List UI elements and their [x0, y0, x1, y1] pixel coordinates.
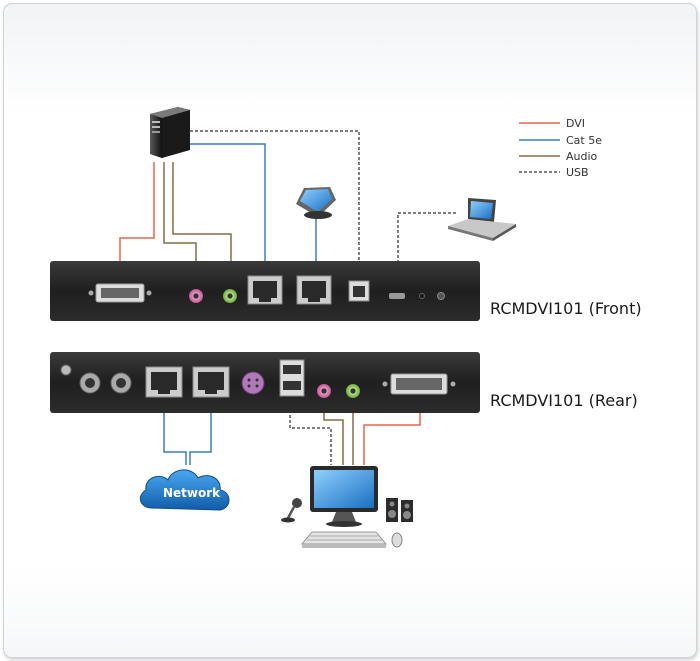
legend-label-usb: USB: [566, 166, 589, 179]
legend: DVI Cat 5e Audio USB: [519, 117, 602, 179]
front-unit: [50, 261, 480, 321]
front-unit-label: RCMDVI101 (Front): [490, 299, 642, 318]
rj45-port-rear-2: [192, 366, 230, 398]
legend-label-cat5e: Cat 5e: [566, 134, 602, 147]
cable-cat5e-network-2: [189, 405, 212, 465]
power-jack-1: [79, 372, 101, 394]
touchscreen-icon: [296, 187, 336, 219]
ground-screw-icon: [60, 364, 72, 376]
network-cloud-icon: Network: [139, 469, 230, 511]
audio-jack-speaker-front: [223, 289, 237, 303]
monitor-icon: [310, 466, 378, 527]
audio-jack-mic-front: [189, 289, 203, 303]
reset-button-front: [437, 292, 445, 300]
cable-usb-tower: [190, 130, 360, 265]
microphone-icon: [281, 498, 302, 523]
led-indicator-front: [419, 293, 425, 299]
cable-dvi-front: [119, 162, 155, 265]
mini-usb-port-front: [389, 293, 405, 299]
diagram-frame: [3, 3, 697, 658]
cable-audio-front-1: [163, 162, 197, 265]
audio-jack-speaker-rear: [346, 384, 360, 398]
keyboard-icon: [300, 531, 388, 548]
dvi-port-rear: [382, 373, 456, 395]
cables-front: [119, 130, 456, 265]
rj45-port-front-1: [247, 275, 283, 305]
power-jack-2: [110, 372, 132, 394]
cable-usb-laptop: [397, 212, 456, 265]
dvi-port-front: [88, 283, 152, 303]
audio-jack-mic-rear: [317, 384, 331, 398]
rj45-port-rear-1: [145, 366, 183, 398]
speakers-icon: [386, 498, 413, 522]
mouse-icon: [391, 532, 403, 548]
pc-tower-icon: [150, 107, 190, 158]
legend-label-audio: Audio: [566, 150, 598, 163]
cable-cat5e-tower: [190, 143, 266, 265]
rear-unit-label: RCMDVI101 (Rear): [490, 391, 638, 410]
rj45-port-front-2: [296, 275, 332, 305]
ps2-port-rear: [241, 371, 265, 395]
laptop-icon: [448, 198, 516, 241]
usb-a-ports-rear: [279, 359, 305, 397]
usb-b-port-front: [348, 280, 370, 302]
cable-audio-front-2: [172, 162, 232, 265]
rear-unit: [50, 352, 480, 413]
network-label: Network: [163, 486, 221, 500]
legend-label-dvi: DVI: [566, 117, 585, 130]
cable-cat5e-network-1: [163, 405, 187, 465]
cable-usb-console: [289, 405, 332, 465]
